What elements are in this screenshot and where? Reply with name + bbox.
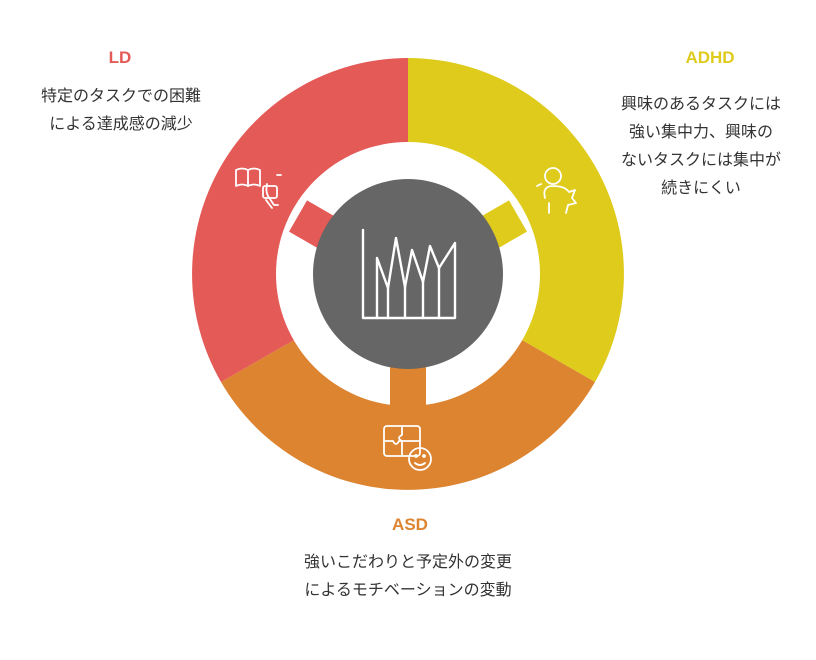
- head-focus-icon: [536, 167, 577, 214]
- book-and-brain-icon: [235, 167, 282, 209]
- adhd-label: ADHD: [685, 48, 735, 67]
- asd-description: 強いこだわりと予定外の変更 によるモチベーションの変動: [303, 552, 512, 599]
- puzzle-face-icon: [383, 425, 432, 471]
- ld-description: 特定のタスクでの困難 による達成感の減少: [40, 86, 201, 133]
- fluctuating-line-chart-icon: [361, 228, 457, 320]
- asd-label: ASD: [392, 515, 428, 534]
- ld-label: LD: [108, 48, 132, 67]
- adhd-description: 興味のあるタスクには 強い集中力、興味の ないタスクには集中が 続きにくい: [620, 94, 781, 197]
